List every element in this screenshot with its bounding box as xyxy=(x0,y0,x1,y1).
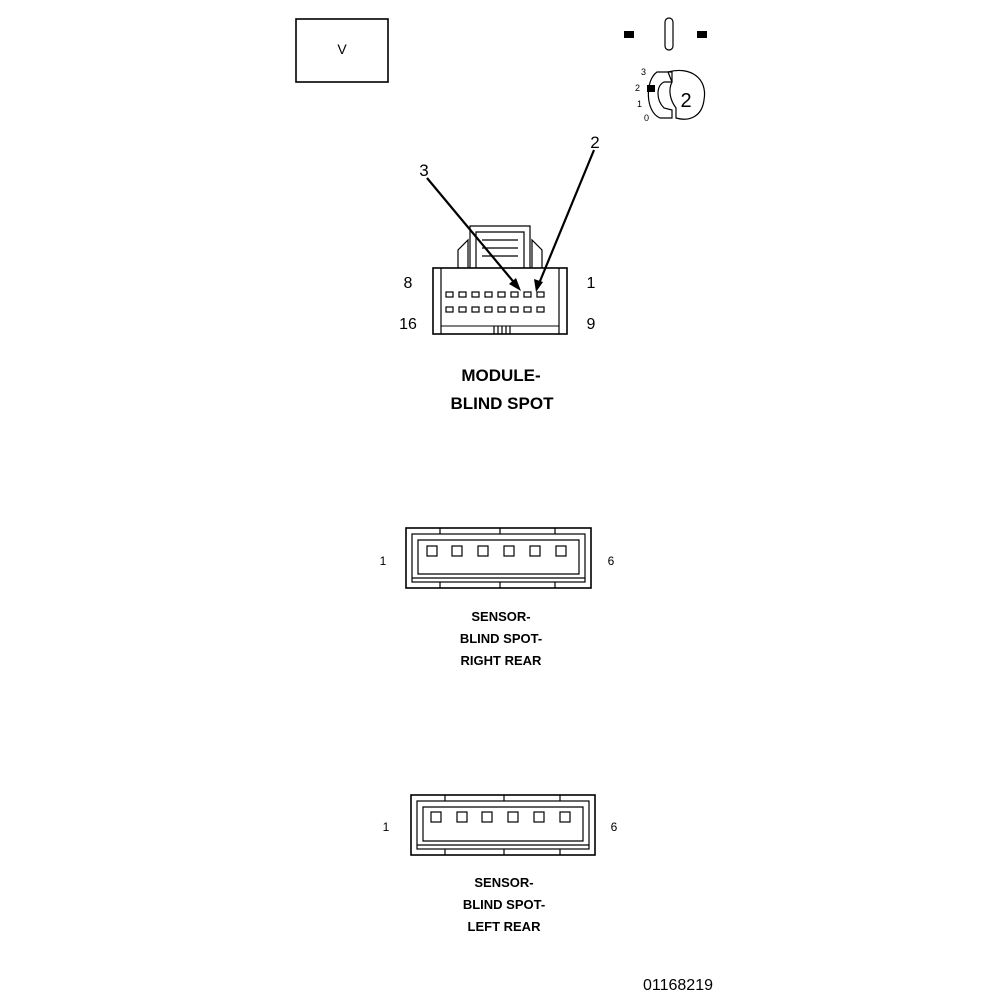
sensor-left-pin-6: 6 xyxy=(611,820,618,834)
module-name-line2: BLIND SPOT xyxy=(451,394,555,413)
sensor-right-pin-6: 6 xyxy=(608,554,615,568)
callout-3: 3 xyxy=(419,161,428,180)
sensor-left-rear-connector: 1 6 SENSOR- BLIND SPOT- LEFT REAR xyxy=(383,794,618,934)
sensor-right-name-line1: SENSOR- xyxy=(471,609,530,624)
key-pos-1: 1 xyxy=(637,99,642,109)
key-pos-3: 3 xyxy=(641,67,646,77)
view-label: V xyxy=(337,41,347,57)
module-pin-row-bottom xyxy=(445,306,545,313)
sensor-right-rear-connector: 1 6 SENSOR- BLIND SPOT- RIGHT REAR xyxy=(380,527,615,668)
sensor-left-pin-1: 1 xyxy=(383,820,390,834)
view-box xyxy=(295,18,389,83)
sensor-left-name-line1: SENSOR- xyxy=(474,875,533,890)
module-pin-9: 9 xyxy=(587,316,596,333)
sensor-right-name-line2: BLIND SPOT- xyxy=(460,631,542,646)
key-pos-2: 2 xyxy=(635,83,640,93)
sensor-right-pin-1: 1 xyxy=(380,554,387,568)
sensor-left-name-line2: BLIND SPOT- xyxy=(463,897,545,912)
figure-id: 01168219 xyxy=(643,977,713,994)
module-connector: 3 2 8 1 16 9 MODULE- BLIND SPOT xyxy=(399,133,600,413)
module-name-line1: MODULE- xyxy=(461,366,540,385)
view-indicator: V xyxy=(295,18,389,83)
key-selected-position: 2 xyxy=(680,90,691,112)
sensor-right-name-line3: RIGHT REAR xyxy=(461,653,543,668)
module-pin-1: 1 xyxy=(587,275,596,292)
callout-2: 2 xyxy=(590,133,599,152)
module-pin-16: 16 xyxy=(399,316,417,333)
module-pin-row-top xyxy=(445,291,545,298)
sensor-left-name-line3: LEFT REAR xyxy=(468,919,542,934)
key-pos-0: 0 xyxy=(644,113,649,123)
module-pin-8: 8 xyxy=(404,275,413,292)
key-icon: 3 2 1 0 2 xyxy=(624,17,707,123)
